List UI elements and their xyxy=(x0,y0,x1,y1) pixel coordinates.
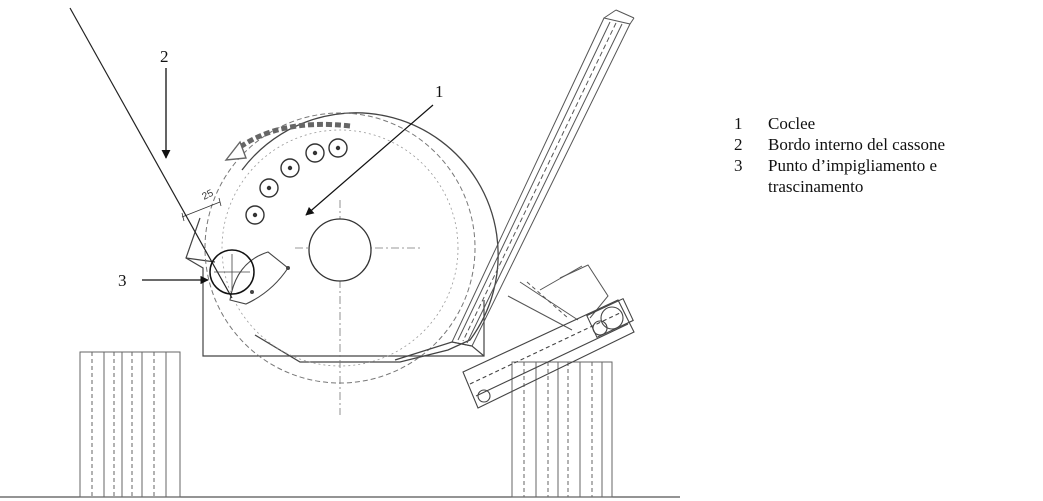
legend: 1 Coclee 2 Bordo interno del cassone 3 P… xyxy=(734,113,1038,197)
dimension-marks xyxy=(181,197,222,222)
legend-text: Punto d’impigliamento e trascinamento xyxy=(768,156,938,196)
right-wheel xyxy=(511,361,613,498)
legend-item-1: 1 Coclee xyxy=(734,113,1038,134)
rotor-blade xyxy=(229,251,289,305)
wall-base xyxy=(394,341,485,361)
legend-item-3: 3 Punto d’impigliamento e trascinamento xyxy=(734,155,1038,197)
callout-1-arrow xyxy=(305,104,434,216)
dimension-label: 25 xyxy=(200,188,215,203)
legend-number: 2 xyxy=(734,135,743,154)
container-wall xyxy=(451,9,635,347)
entanglement-circle xyxy=(209,249,255,295)
callout-1-label: 1 xyxy=(435,82,444,101)
legend-text: Bordo interno del cassone xyxy=(768,135,946,154)
legend-number: 3 xyxy=(734,156,743,175)
legend-item-2: 2 Bordo interno del cassone xyxy=(734,134,1038,155)
left-wheel xyxy=(79,351,181,498)
legend-text: Coclee xyxy=(768,114,816,133)
rotation-arrow xyxy=(234,121,351,152)
housing xyxy=(185,217,485,357)
augers xyxy=(245,138,348,225)
callout-3-label: 3 xyxy=(118,271,127,290)
rotor-hub xyxy=(308,218,372,282)
hydraulic-linkage xyxy=(507,264,609,331)
container-inner-edge-line xyxy=(69,7,233,299)
cylinder-arm xyxy=(462,297,635,409)
legend-number: 1 xyxy=(734,114,743,133)
callout-2-label: 2 xyxy=(160,47,169,66)
